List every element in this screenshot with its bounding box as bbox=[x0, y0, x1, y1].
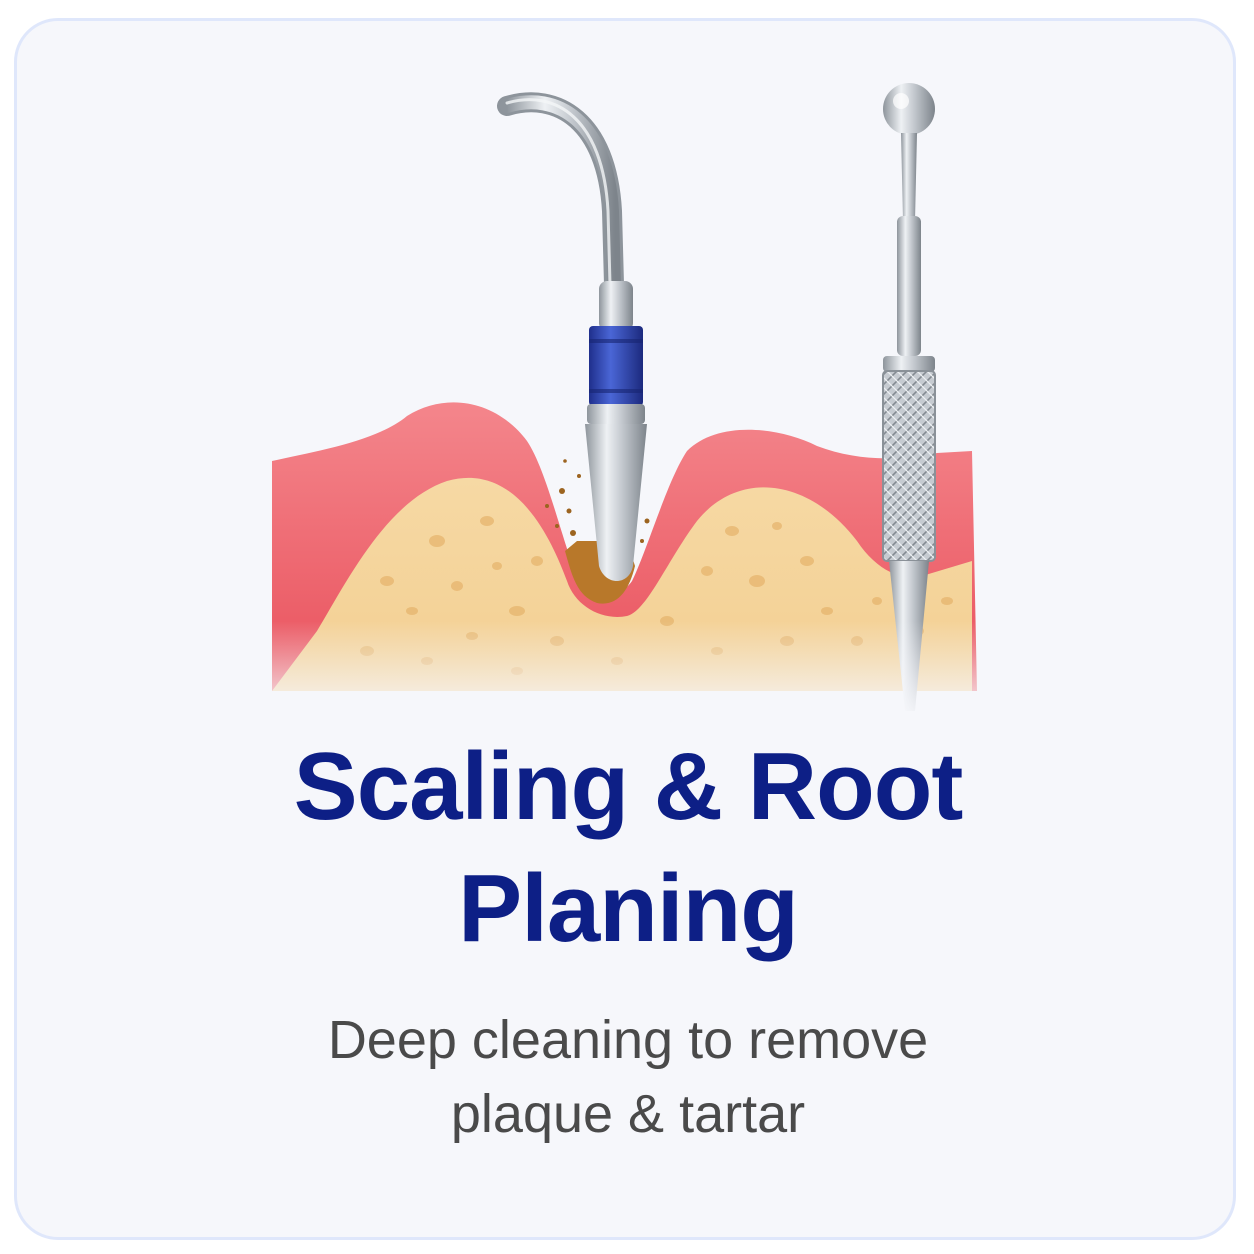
title-line-1: Scaling & Root bbox=[293, 733, 964, 840]
dental-probe-icon bbox=[882, 83, 936, 711]
service-description: Deep cleaning to remove plaque & tartar bbox=[17, 1003, 1233, 1151]
title-line-2: Planing bbox=[458, 855, 799, 962]
description-line-2: plaque & tartar bbox=[450, 1084, 806, 1144]
dental-illustration bbox=[257, 83, 997, 721]
ultrasonic-scaler-icon bbox=[497, 92, 647, 581]
service-card: Scaling & Root Planing Deep cleaning to … bbox=[14, 18, 1236, 1240]
description-line-1: Deep cleaning to remove bbox=[327, 1010, 929, 1070]
page-title: Scaling & Root Planing bbox=[17, 726, 1233, 970]
